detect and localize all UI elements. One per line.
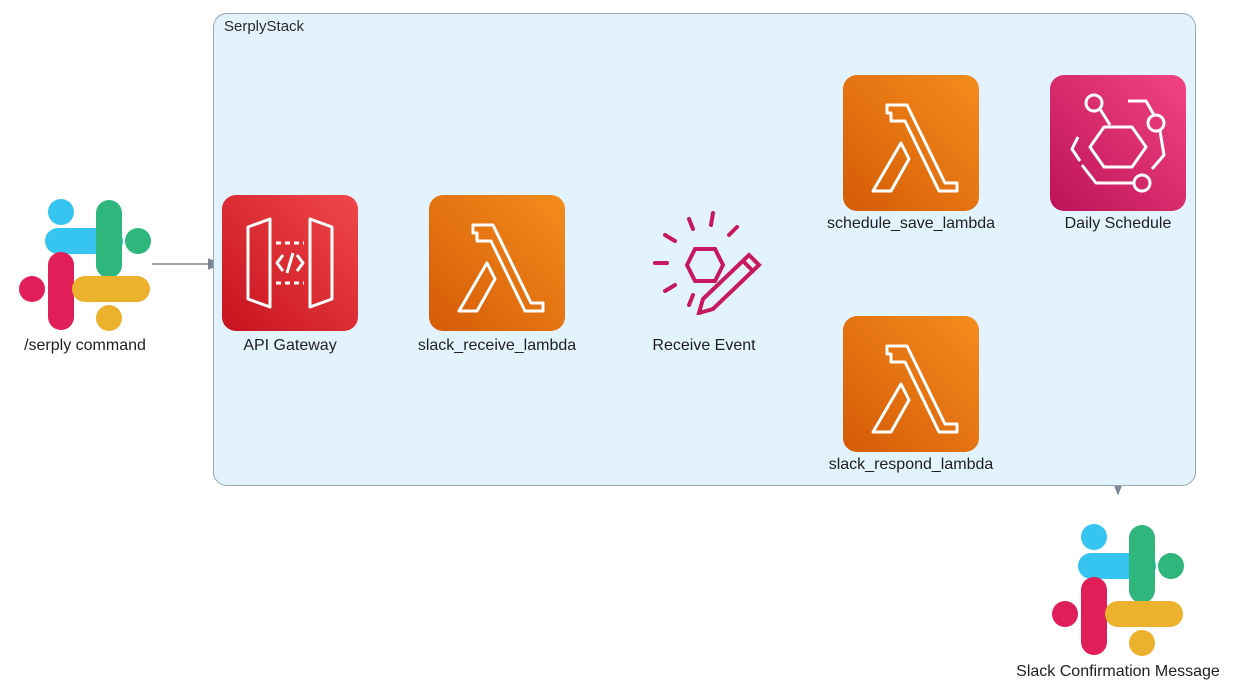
node-label: API Gateway: [243, 337, 337, 354]
node-schedule-save-lambda[interactable]: schedule_save_lambda: [811, 75, 1011, 245]
node-label: Receive Event: [652, 337, 756, 354]
lambda-icon: [843, 75, 979, 211]
lambda-icon: [429, 195, 565, 331]
node-label: schedule_save_lambda: [826, 215, 996, 232]
slack-logo-icon: [19, 199, 151, 331]
node-api-gateway[interactable]: API Gateway: [220, 195, 360, 365]
node-label: /serply command: [24, 337, 146, 354]
api-gateway-icon: [222, 195, 358, 331]
eventbridge-schedule-icon: [1050, 75, 1186, 211]
slack-logo-icon: [1052, 524, 1184, 656]
node-slack-receive-lambda[interactable]: slack_receive_lambda: [402, 195, 592, 365]
node-slack-command[interactable]: /serply command: [0, 190, 170, 360]
node-label: Slack Confirmation Message: [1016, 663, 1220, 680]
node-slack-respond-lambda[interactable]: slack_respond_lambda: [811, 316, 1011, 486]
node-slack-confirmation[interactable]: Slack Confirmation Message: [998, 518, 1238, 686]
cluster-label: SerplyStack: [224, 18, 305, 35]
eventbridge-event-icon: [653, 211, 762, 315]
node-label: slack_receive_lambda: [417, 337, 577, 354]
node-label: slack_respond_lambda: [828, 456, 994, 473]
lambda-icon: [843, 316, 979, 452]
node-receive-event[interactable]: Receive Event: [634, 200, 774, 365]
node-daily-schedule[interactable]: Daily Schedule: [1045, 75, 1191, 245]
node-label: Daily Schedule: [1064, 215, 1172, 232]
